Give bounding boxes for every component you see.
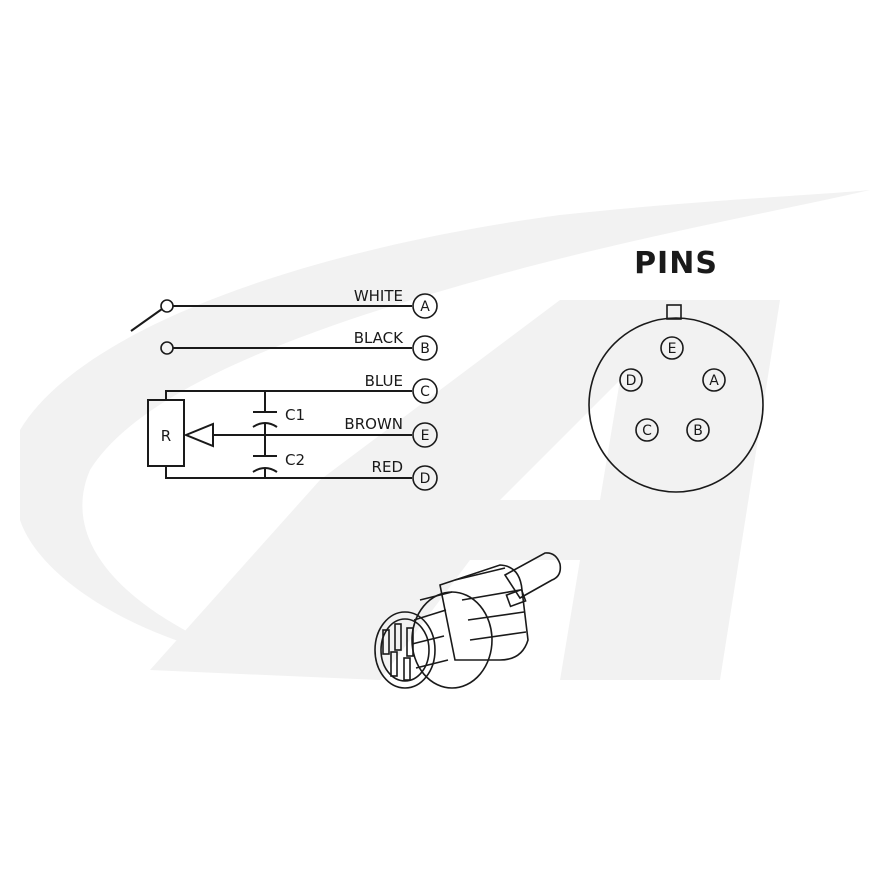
terminal-e: E <box>412 422 438 448</box>
terminal-a: A <box>412 293 438 319</box>
schematic: R C1 C2 WHITE BLACK BLUE BROWN RED A <box>130 287 438 491</box>
svg-text:D: D <box>420 471 431 487</box>
wire-label-red: RED <box>372 458 403 476</box>
capacitor-c2-label: C2 <box>285 451 305 469</box>
keyway-notch <box>666 304 682 320</box>
connector-face <box>588 317 764 493</box>
wire-line-red <box>165 466 412 479</box>
connector-illustration <box>374 552 562 689</box>
wire-label-blue: BLUE <box>365 372 403 390</box>
wire-label-black: BLACK <box>354 329 404 347</box>
wire-line-blue <box>165 390 412 400</box>
svg-text:E: E <box>421 428 430 444</box>
wire-label-white: WHITE <box>354 287 403 305</box>
wiper-arrow <box>183 422 214 448</box>
watermark-logo <box>20 190 870 680</box>
terminal-c: C <box>412 378 438 404</box>
pin-b: B <box>686 418 710 442</box>
pins-view: PINS E D A C B <box>588 246 764 493</box>
resistor: R <box>147 399 214 467</box>
pins-title: PINS <box>634 246 718 281</box>
resistor-label: R <box>161 427 171 445</box>
svg-text:E: E <box>668 341 677 357</box>
svg-text:C: C <box>642 423 652 439</box>
capacitor-c1: C1 <box>252 391 305 435</box>
svg-text:B: B <box>693 423 703 439</box>
svg-text:B: B <box>420 341 430 357</box>
pin-e: E <box>660 336 684 360</box>
pin-c: C <box>635 418 659 442</box>
wire-label-brown: BROWN <box>344 415 403 433</box>
svg-text:A: A <box>709 373 719 389</box>
terminal-d: D <box>412 465 438 491</box>
svg-text:A: A <box>420 299 430 315</box>
connector-pins-icon <box>382 623 414 681</box>
terminal-b: B <box>412 335 438 361</box>
pin-d: D <box>619 368 643 392</box>
capacitor-c2: C2 <box>252 435 305 478</box>
svg-text:C: C <box>420 384 430 400</box>
capacitor-c1-label: C1 <box>285 406 305 424</box>
svg-text:D: D <box>626 373 637 389</box>
pin-a: A <box>702 368 726 392</box>
